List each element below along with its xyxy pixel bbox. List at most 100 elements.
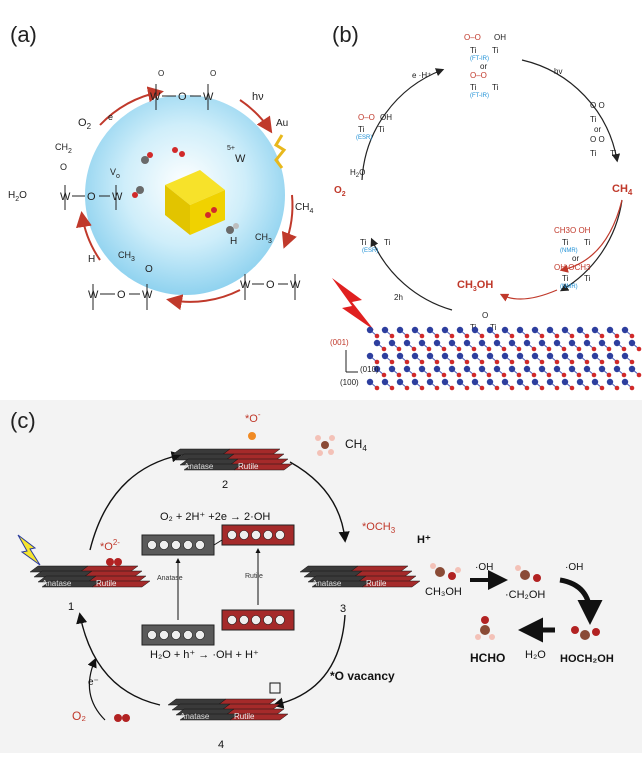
hole	[147, 630, 157, 640]
cycle-arrow	[281, 194, 297, 249]
svg-text:O O: O O	[590, 135, 605, 144]
o-atom	[524, 333, 530, 339]
o-atom	[389, 385, 395, 391]
o-atom	[381, 372, 387, 378]
ti-atom	[471, 378, 479, 386]
electron	[239, 530, 249, 540]
ti-atom	[471, 352, 479, 360]
o-atom	[389, 333, 395, 339]
svg-text:Ti: Ti	[384, 238, 391, 247]
ti-atom	[448, 339, 456, 347]
ti-atom	[621, 378, 629, 386]
light-zigzag	[273, 134, 287, 169]
svg-text:CH3O OH: CH3O OH	[554, 226, 591, 235]
svg-text:HOCH₂OH: HOCH₂OH	[560, 653, 614, 665]
svg-text:O: O	[178, 91, 187, 103]
ti-atom	[598, 365, 606, 373]
ti-atom	[411, 378, 419, 386]
hole	[159, 630, 169, 640]
o-atom	[636, 346, 642, 352]
ti-atom	[538, 339, 546, 347]
o-atom	[591, 372, 597, 378]
electron	[147, 540, 157, 550]
o-atom	[381, 346, 387, 352]
rutile-label: Rutile	[96, 579, 117, 588]
o-atom	[449, 359, 455, 365]
o-atom	[396, 346, 402, 352]
o-atom	[464, 333, 470, 339]
svg-text:OH: OH	[380, 113, 392, 122]
o-atom	[479, 333, 485, 339]
ti-atom	[538, 365, 546, 373]
ti-atom	[561, 378, 569, 386]
svg-text:3: 3	[340, 603, 346, 615]
ti-atom	[486, 352, 494, 360]
electron	[251, 530, 261, 540]
svg-text:Ti: Ti	[378, 125, 385, 134]
o-atom	[404, 385, 410, 391]
o-atom	[374, 333, 380, 339]
o-atom	[464, 385, 470, 391]
hole	[227, 615, 237, 625]
o-atom	[576, 346, 582, 352]
cycle-arrow	[166, 289, 241, 311]
svg-text:Ti: Ti	[562, 274, 569, 283]
ti-atom	[516, 378, 524, 386]
svg-text:H2O: H2O	[350, 168, 365, 179]
ti-atom	[508, 365, 516, 373]
svg-text:or: or	[572, 254, 579, 263]
svg-text:O: O	[145, 264, 153, 275]
ti-atom	[583, 339, 591, 347]
o-atom	[464, 359, 470, 365]
svg-text:Ti: Ti	[360, 238, 367, 247]
panel-a-label: (a)	[10, 22, 37, 47]
ti-atom	[441, 352, 449, 360]
o-atom	[516, 372, 522, 378]
svg-text:Au: Au	[276, 118, 288, 129]
o-atom	[569, 385, 575, 391]
ti-atom	[478, 365, 486, 373]
ti-atom	[591, 326, 599, 334]
svg-text:*O vacancy: *O vacancy	[330, 669, 395, 683]
o-atom	[561, 372, 567, 378]
svg-text:2h: 2h	[394, 293, 403, 302]
ti-atom	[561, 326, 569, 334]
o-atom	[524, 359, 530, 365]
tio2-lattice	[366, 326, 642, 391]
anatase-label: Anatase	[312, 579, 342, 588]
svg-text:O₂ + 2H⁺ +2e → 2·OH: O₂ + 2H⁺ +2e → 2·OH	[160, 511, 270, 523]
svg-text:Ti: Ti	[584, 274, 591, 283]
svg-text:(FT-IR): (FT-IR)	[470, 56, 489, 62]
svg-text:Ti: Ti	[584, 238, 591, 247]
o-atom	[479, 385, 485, 391]
rutile-label: Rutile	[238, 462, 259, 471]
svg-text:e ·H⁺: e ·H⁺	[412, 71, 431, 80]
o-atom	[554, 333, 560, 339]
o-atom	[569, 359, 575, 365]
o-atom	[426, 372, 432, 378]
svg-text:(NMR): (NMR)	[560, 284, 578, 290]
o-atom	[584, 385, 590, 391]
ti-atom	[426, 326, 434, 334]
ti-atom	[426, 378, 434, 386]
hole	[171, 630, 181, 640]
anatase-label: Anatase	[184, 462, 214, 471]
ti-atom	[516, 352, 524, 360]
hole	[239, 615, 249, 625]
ti-atom	[366, 326, 374, 334]
o-atom	[449, 333, 455, 339]
svg-text:O–O: O–O	[470, 71, 487, 80]
svg-text:W: W	[235, 153, 246, 165]
hole	[263, 615, 273, 625]
svg-text:4: 4	[218, 739, 224, 751]
ti-atom	[568, 339, 576, 347]
svg-text:O O: O O	[590, 101, 605, 110]
ti-atom	[583, 365, 591, 373]
rutile-layer	[91, 580, 151, 588]
ti-atom	[613, 365, 621, 373]
svg-text:O–O: O–O	[358, 113, 375, 122]
svg-text:Anatase: Anatase	[157, 575, 183, 582]
svg-text:hv: hv	[554, 67, 562, 76]
o-atom	[599, 385, 605, 391]
ti-atom	[628, 365, 636, 373]
